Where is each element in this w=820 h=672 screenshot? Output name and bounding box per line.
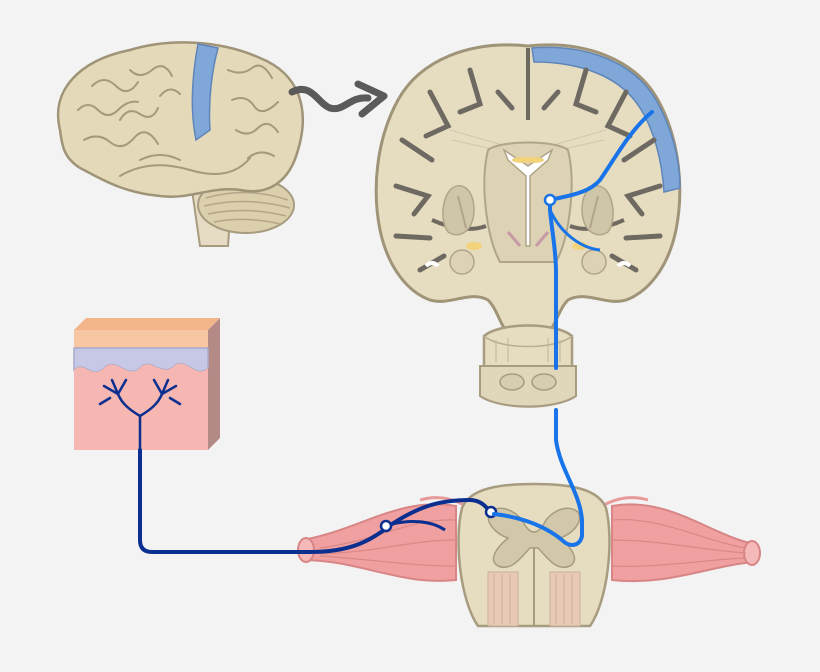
nerve-fibers (319, 518, 747, 567)
skin-block-icon (73, 318, 220, 452)
descending-tract-pathway (492, 408, 584, 547)
spinal-cord-cross-section-icon (297, 482, 761, 628)
sensory-neuron-pathway (138, 448, 492, 554)
cortical-neuron-marker (543, 193, 557, 207)
cerebellum-folia (203, 191, 291, 225)
curved-arrow-icon (288, 80, 388, 118)
right-spinal-nerve (611, 503, 755, 583)
cerebrum (56, 41, 304, 198)
lateral-brain-icon (56, 41, 304, 247)
coronal-motor-cortex (531, 46, 681, 193)
coronal-brain-section-icon (374, 43, 682, 334)
brainstem-section-icon (479, 324, 577, 408)
brain-gyri (77, 64, 279, 177)
upper-motor-neuron-pathway (548, 110, 654, 370)
motor-cortex-highlight (191, 43, 219, 142)
left-spinal-nerve (301, 503, 457, 582)
free-nerve-endings (98, 378, 182, 452)
dorsal-root-ganglion-marker (379, 519, 393, 533)
coronal-sulci (393, 67, 663, 273)
